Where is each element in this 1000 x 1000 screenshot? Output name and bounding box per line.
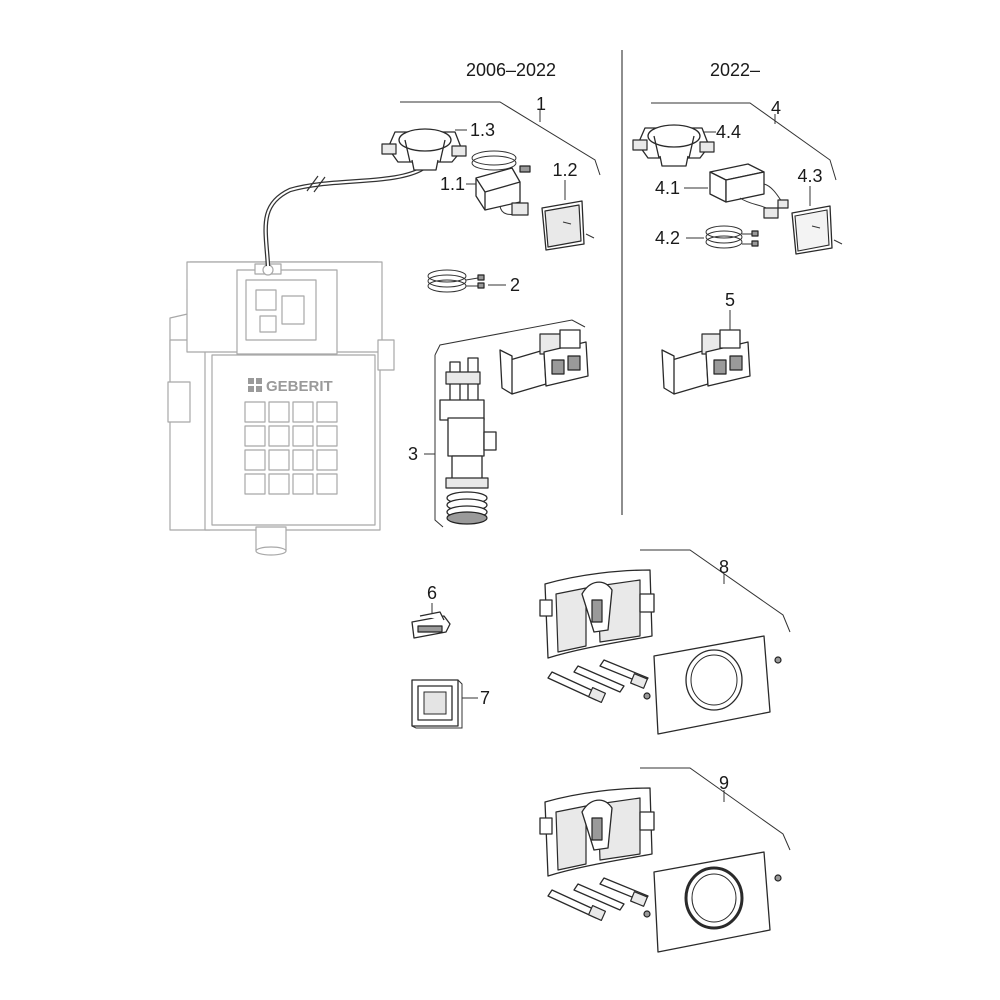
label-1: 1 xyxy=(536,94,546,114)
cistern-grid-cell xyxy=(244,401,266,423)
part-4-3-cover-plate xyxy=(791,205,843,255)
cistern-grid-cell xyxy=(316,401,338,423)
part-1-1-power-unit xyxy=(471,150,531,216)
part-9-screws xyxy=(547,874,782,922)
group-1-bracket xyxy=(400,101,601,176)
label-3: 3 xyxy=(408,444,418,464)
part-8-screws xyxy=(547,656,782,704)
label-4-4: 4.4 xyxy=(716,122,741,142)
cistern-grid-cell xyxy=(292,473,314,495)
cistern-grid-cell xyxy=(292,449,314,471)
part-5-actuator xyxy=(661,329,751,395)
part-7-cover xyxy=(411,679,463,729)
part-8-actuator-plate xyxy=(653,635,771,735)
sensor-cable xyxy=(263,149,434,267)
cistern-grid-cell xyxy=(316,425,338,447)
svg-text:GEBERIT: GEBERIT xyxy=(266,378,333,395)
cistern-grid-cell xyxy=(316,449,338,471)
label-4-1: 4.1 xyxy=(655,178,680,198)
part-6-clip xyxy=(411,611,451,639)
header-right-years: 2022– xyxy=(710,60,760,80)
label-9: 9 xyxy=(719,773,729,793)
part-4-2-cable xyxy=(705,225,759,249)
label-6: 6 xyxy=(427,583,437,603)
label-1-3: 1.3 xyxy=(470,120,495,140)
cistern-grid-cell xyxy=(244,449,266,471)
cistern-grid-cell xyxy=(292,425,314,447)
part-2-cable xyxy=(427,269,485,293)
label-4: 4 xyxy=(771,98,781,118)
label-4-3: 4.3 xyxy=(797,166,822,186)
header-left-years: 2006–2022 xyxy=(466,60,556,80)
cistern-grid-cell xyxy=(268,401,290,423)
label-1-1: 1.1 xyxy=(440,174,465,194)
group-9-bracket xyxy=(640,767,791,851)
cistern-grid-cell xyxy=(244,425,266,447)
part-4-4-mount xyxy=(632,124,715,167)
label-1-2: 1.2 xyxy=(552,160,577,180)
cistern-grid-cell xyxy=(244,473,266,495)
cistern-grid xyxy=(244,401,338,495)
label-8: 8 xyxy=(719,557,729,577)
geberit-logo: GEBERIT xyxy=(248,378,333,395)
part-3-actuator xyxy=(499,329,589,395)
part-1-3-mount xyxy=(381,128,467,171)
cistern-grid-cell xyxy=(268,473,290,495)
cistern-grid-cell xyxy=(316,473,338,495)
cistern-ghost: GEBERIT xyxy=(167,261,395,556)
part-8-mounting-frame xyxy=(539,569,655,659)
label-4-2: 4.2 xyxy=(655,228,680,248)
group-3-bracket xyxy=(434,319,586,356)
label-5: 5 xyxy=(725,290,735,310)
part-9-mounting-frame xyxy=(539,787,655,877)
cistern-grid-cell xyxy=(268,449,290,471)
part-9-actuator-plate xyxy=(653,851,771,953)
group-4-bracket xyxy=(651,102,837,181)
cistern-grid-cell xyxy=(268,425,290,447)
part-4-1-power-supply xyxy=(709,163,789,219)
group-8-bracket xyxy=(640,549,791,633)
label-2: 2 xyxy=(510,275,520,295)
cistern-grid-cell xyxy=(292,401,314,423)
part-3-flush-valve xyxy=(439,357,497,525)
label-7: 7 xyxy=(480,688,490,708)
part-1-2-cover-plate xyxy=(541,200,595,251)
